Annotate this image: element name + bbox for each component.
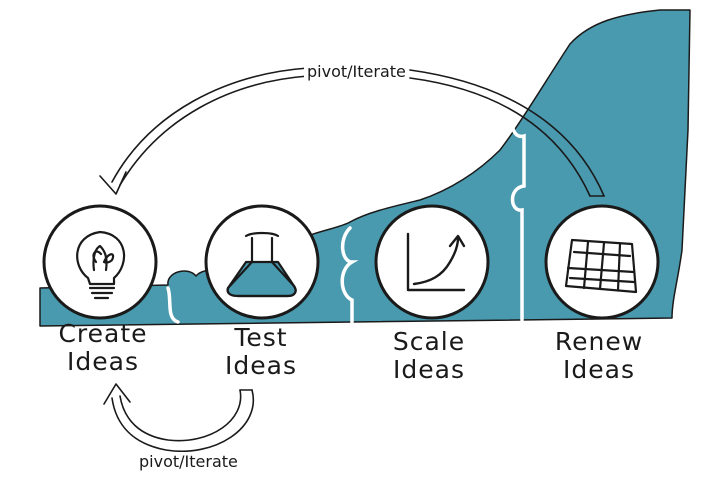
stage-label-line2: Ideas	[67, 347, 139, 376]
growth-chart-icon	[406, 232, 466, 292]
stage-label-line1: Renew	[554, 327, 644, 356]
bottom-iterate-label: pivot/Iterate	[136, 452, 241, 471]
stage-label-create: Create Ideas	[38, 320, 168, 376]
stage-label-line2: Ideas	[393, 355, 465, 384]
lightbulb-icon	[76, 230, 126, 300]
stage-label-line1: Scale	[392, 327, 466, 356]
stage-label-line2: Ideas	[563, 355, 635, 384]
stage-label-scale: Scale Ideas	[364, 328, 494, 384]
puzzle-seams	[166, 32, 526, 324]
create-circle	[42, 204, 158, 320]
stage-label-test: Test Ideas	[196, 324, 326, 380]
stage-label-line1: Create	[58, 319, 148, 348]
stage-label-line2: Ideas	[225, 351, 297, 380]
top-iterate-arrow	[99, 67, 605, 197]
stage-label-renew: Renew Ideas	[534, 328, 664, 384]
top-iterate-label: pivot/Iterate	[304, 62, 409, 81]
stage-label-line1: Test	[234, 323, 288, 352]
scale-circle	[374, 204, 490, 320]
bottom-iterate-arrow	[103, 383, 255, 452]
flask-icon	[226, 231, 297, 298]
map-grid-icon	[564, 238, 638, 294]
